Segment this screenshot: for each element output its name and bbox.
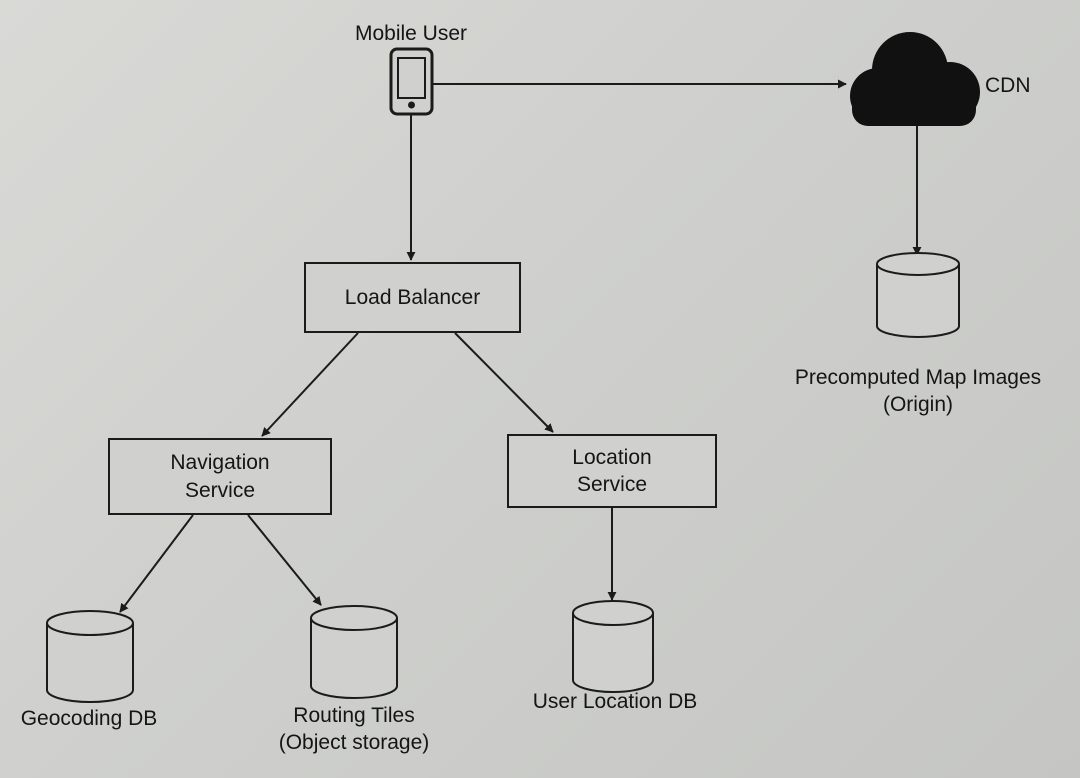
cdn-label: CDN — [985, 74, 1031, 97]
edge-navigation-service-to-geocoding-db — [119, 514, 194, 613]
routing-tiles-label-line2: (Object storage) — [278, 731, 430, 755]
location-service-label-line1: Location — [572, 445, 652, 469]
routing-tiles-label: Routing Tiles (Object storage) — [254, 702, 454, 757]
user-location-db-label: User Location DB — [532, 690, 698, 713]
location-service-label-line2: Service — [576, 473, 648, 496]
precomputed-map-images-label: Precomputed Map Images (Origin) — [768, 364, 1068, 419]
cloud-icon — [850, 32, 980, 126]
precomputed-map-images-label-line1: Precomputed Map Images — [794, 366, 1042, 389]
navigation-service-box: Navigation Service — [108, 438, 332, 515]
location-service-box: Location Service — [507, 434, 717, 508]
database-icon — [572, 600, 654, 693]
database-icon — [310, 605, 398, 699]
edges — [119, 79, 922, 613]
mobile-user-label: Mobile User — [354, 22, 468, 45]
navigation-service-label-line2: Service — [184, 478, 255, 502]
navigation-service-label-line1: Navigation — [170, 451, 270, 475]
edge-load-balancer-to-navigation-service — [261, 332, 359, 437]
routing-tiles-label-line1: Routing Tiles — [293, 704, 415, 727]
load-balancer-box: Load Balancer — [304, 262, 521, 333]
load-balancer-label: Load Balancer — [344, 285, 481, 309]
database-icon — [46, 610, 134, 703]
mobile-phone-icon — [389, 47, 434, 116]
precomputed-map-images-label-line2: (Origin) — [882, 393, 953, 417]
database-icon — [876, 252, 960, 338]
geocoding-db-label: Geocoding DB — [20, 707, 158, 730]
edge-navigation-service-to-routing-tiles — [247, 514, 322, 606]
edge-load-balancer-to-location-service — [454, 332, 554, 433]
